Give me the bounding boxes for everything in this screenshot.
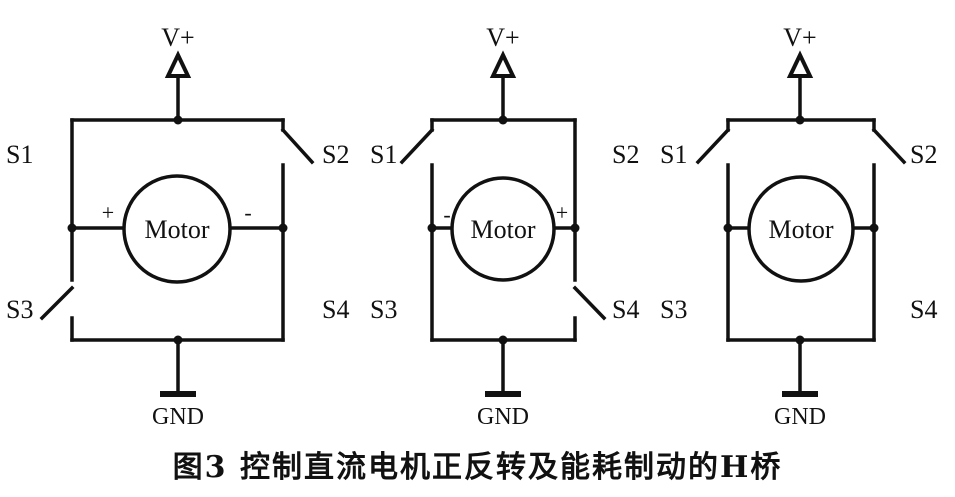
switch-s4 [572, 285, 607, 321]
ground-label: GND [152, 404, 204, 430]
switch-s2 [280, 127, 315, 165]
s2-label: S2 [910, 140, 937, 169]
circuit-1: V+ GND Motor + - S1 S2 S3 S4 [6, 23, 349, 430]
switch-s1 [695, 127, 731, 165]
supply-label: V+ [486, 23, 519, 52]
left-polarity: - [443, 202, 450, 227]
s1-label: S1 [660, 140, 687, 169]
supply-terminal-icon [786, 50, 814, 78]
motor-label: Motor [145, 215, 210, 244]
s3-label: S3 [660, 295, 687, 324]
supply-terminal-icon [489, 50, 517, 78]
motor-label: Motor [769, 215, 834, 244]
motor-label: Motor [471, 215, 536, 244]
s4-label: S4 [910, 295, 937, 324]
s2-label: S2 [612, 140, 639, 169]
ground-label: GND [774, 404, 826, 430]
supply-terminal-icon [164, 50, 192, 78]
h-bridge-diagram: V+ GND Motor + - S1 S2 S3 S4 [6, 23, 937, 430]
right-polarity: - [244, 200, 251, 225]
s3-label: S3 [6, 295, 33, 324]
motor-icon [747, 175, 855, 283]
motor-icon [450, 176, 556, 282]
left-polarity: + [102, 200, 114, 225]
s1-label: S1 [370, 140, 397, 169]
circuit-3: V+ GND Motor S1 S2 S3 S4 [660, 23, 937, 430]
motor-icon [122, 174, 232, 284]
switch-s3 [39, 285, 75, 321]
s4-label: S4 [612, 295, 639, 324]
supply-label: V+ [161, 23, 194, 52]
s3-label: S3 [370, 295, 397, 324]
right-polarity: + [556, 200, 568, 225]
supply-label: V+ [783, 23, 816, 52]
switch-s1 [399, 127, 435, 165]
s1-label: S1 [6, 140, 33, 169]
s2-label: S2 [322, 140, 349, 169]
figure-caption: 图3 控制直流电机正反转及能耗制动的H桥 [172, 450, 783, 485]
ground-label: GND [477, 404, 529, 430]
circuit-2: V+ GND Motor - + S1 S2 S3 S4 [370, 23, 639, 430]
s4-label: S4 [322, 295, 349, 324]
switch-s2 [871, 127, 907, 165]
